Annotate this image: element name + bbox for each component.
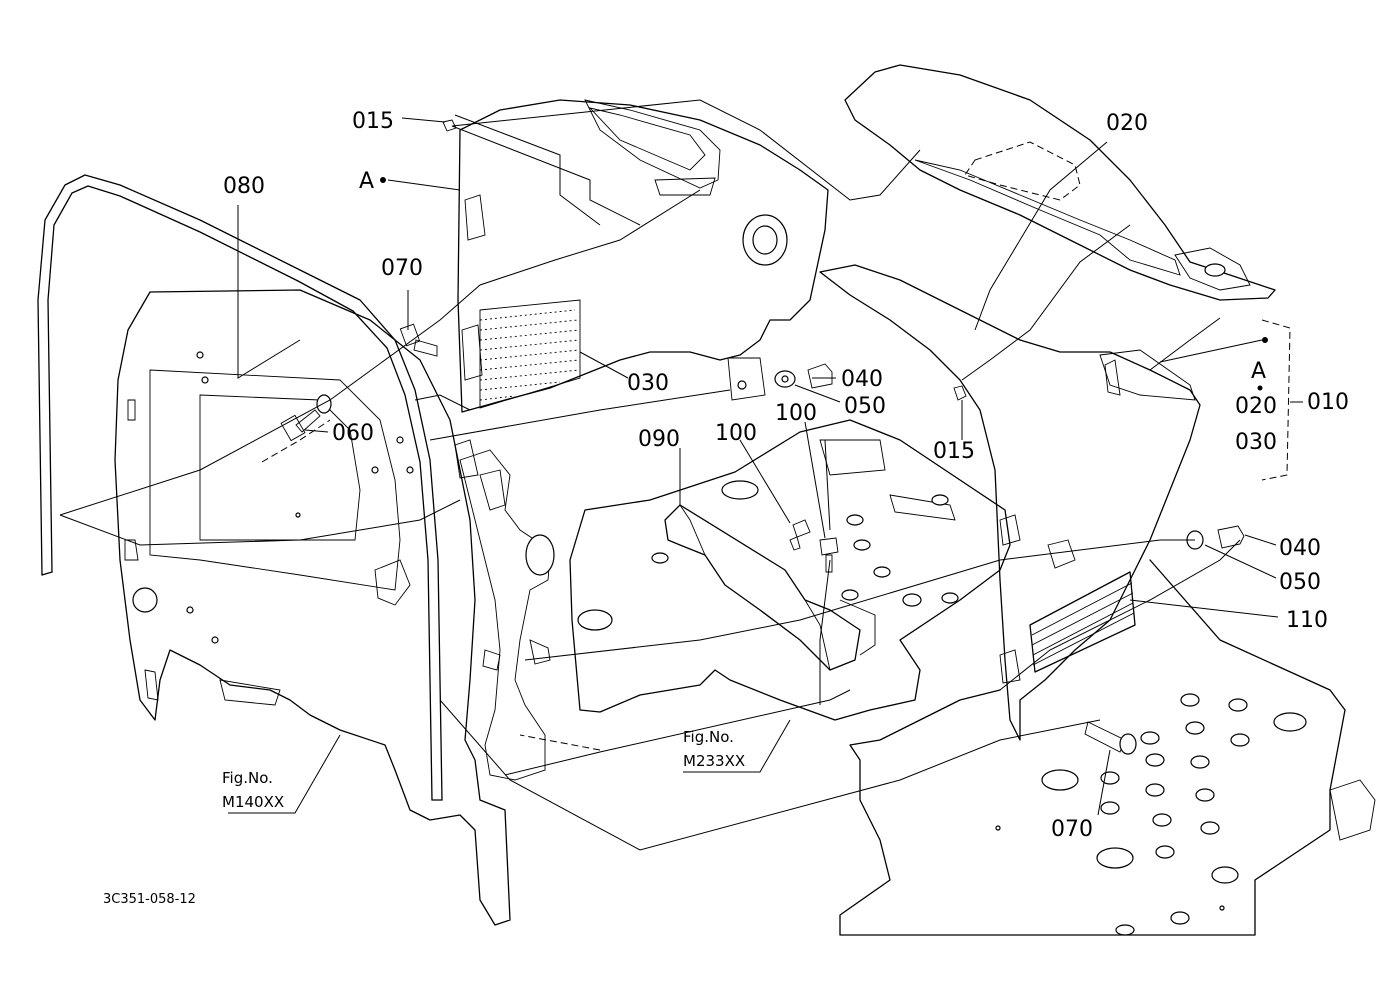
- bolt-040-050-mid-part: [774, 363, 833, 389]
- clip-015-right-part: [953, 385, 967, 401]
- callout-010: 010: [1307, 390, 1349, 415]
- callout-a-left: A: [359, 169, 374, 194]
- callout-040-right: 040: [1279, 536, 1321, 561]
- callout-060: 060: [332, 421, 374, 446]
- callout-030: 030: [627, 371, 669, 396]
- callout-050-right: 050: [1279, 570, 1321, 595]
- fasteners: [280, 119, 1245, 755]
- callout-080: 080: [223, 174, 265, 199]
- side-cover-010: [819, 264, 1201, 741]
- upper-cover-030: [457, 99, 829, 413]
- front-frame-panel: [114, 289, 511, 926]
- fig-ref-m140-label: Fig.No.: [222, 769, 273, 787]
- callout-030-group: 030: [1235, 430, 1277, 455]
- callout-100-b: 100: [775, 401, 817, 426]
- fig-ref-m233-code: M233XX: [683, 752, 745, 770]
- floor-plate: [569, 419, 1011, 721]
- callout-labels: 015 A 080 070 060 030 040 050 020 015 A …: [223, 109, 1349, 842]
- callout-070-top: 070: [381, 256, 423, 281]
- callout-090: 090: [638, 427, 680, 452]
- callout-020: 020: [1106, 111, 1148, 136]
- leader-lines: [59, 99, 1303, 851]
- bolt-100-b-part: [819, 537, 839, 573]
- bolt-100-a-part: [789, 519, 811, 551]
- callout-015-top: 015: [352, 109, 394, 134]
- drawing-number: 3C351-058-12: [103, 892, 196, 907]
- fig-ref-m233-label: Fig.No.: [683, 728, 734, 746]
- deck-floor: [839, 559, 1376, 936]
- callout-100-a: 100: [715, 421, 757, 446]
- callout-110: 110: [1286, 608, 1328, 633]
- callout-020-group: 020: [1235, 394, 1277, 419]
- figure-references: Fig.No. M140XX Fig.No. M233XX: [222, 728, 745, 811]
- top-lid-020: [844, 64, 1276, 301]
- bracket-090: [664, 504, 876, 671]
- bolt-040-050-right-part: [1186, 525, 1245, 550]
- seal-trim-080: [37, 174, 443, 801]
- bolt-070-bottom-part: [1084, 721, 1137, 755]
- callout-050-mid: 050: [844, 394, 886, 419]
- fig-ref-m140-code: M140XX: [222, 793, 284, 811]
- bolt-070-top-part: [399, 323, 438, 357]
- bolt-060-part: [280, 394, 332, 442]
- callout-040-mid: 040: [841, 367, 883, 392]
- center-bracket: [454, 439, 555, 781]
- callout-a-right: A: [1251, 359, 1266, 384]
- side-cover-hatch: [1031, 582, 1135, 666]
- cover-hatch: [479, 309, 580, 401]
- callout-070-bottom: 070: [1051, 817, 1093, 842]
- callout-015-right: 015: [933, 439, 975, 464]
